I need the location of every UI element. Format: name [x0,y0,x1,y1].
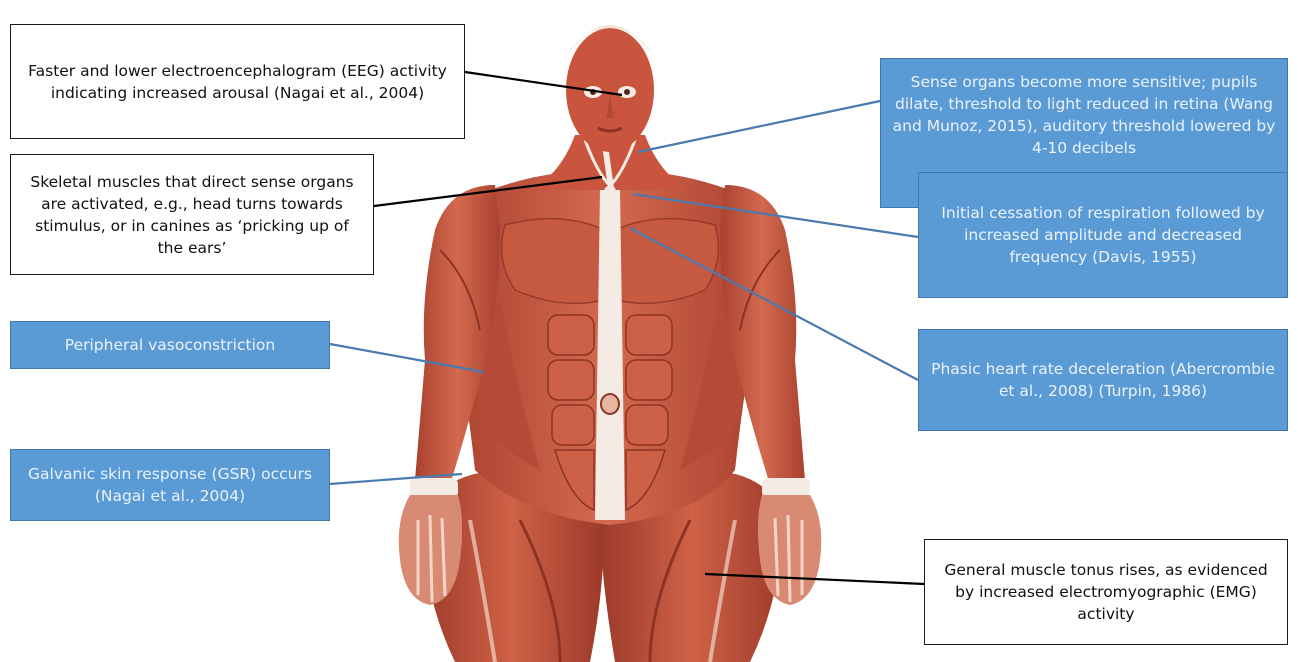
respiration-callout-text: Initial cessation of respiration followe… [929,202,1277,268]
head [566,28,654,152]
muscle-tonus-callout: General muscle tonus rises, as evidenced… [924,539,1288,645]
leader-sense [638,101,880,152]
sense-organs-callout-text: Sense organs become more sensitive; pupi… [891,71,1277,159]
eeg-callout: Faster and lower electroencephalogram (E… [10,24,465,139]
gsr-callout: Galvanic skin response (GSR) occurs (Nag… [10,449,330,521]
respiration-callout: Initial cessation of respiration followe… [918,172,1288,298]
vasoconstriction-callout: Peripheral vasoconstriction [10,321,330,369]
skeletal-muscle-callout-text: Skeletal muscles that direct sense organ… [21,171,363,259]
eeg-callout-text: Faster and lower electroencephalogram (E… [21,60,454,104]
gsr-callout-text: Galvanic skin response (GSR) occurs (Nag… [21,463,319,507]
skeletal-muscle-callout: Skeletal muscles that direct sense organ… [10,154,374,275]
muscle-tonus-callout-text: General muscle tonus rises, as evidenced… [935,559,1277,625]
vasoconstriction-callout-text: Peripheral vasoconstriction [65,334,275,356]
heart-rate-callout: Phasic heart rate deceleration (Abercrom… [918,329,1288,431]
heart-rate-callout-text: Phasic heart rate deceleration (Abercrom… [929,358,1277,402]
